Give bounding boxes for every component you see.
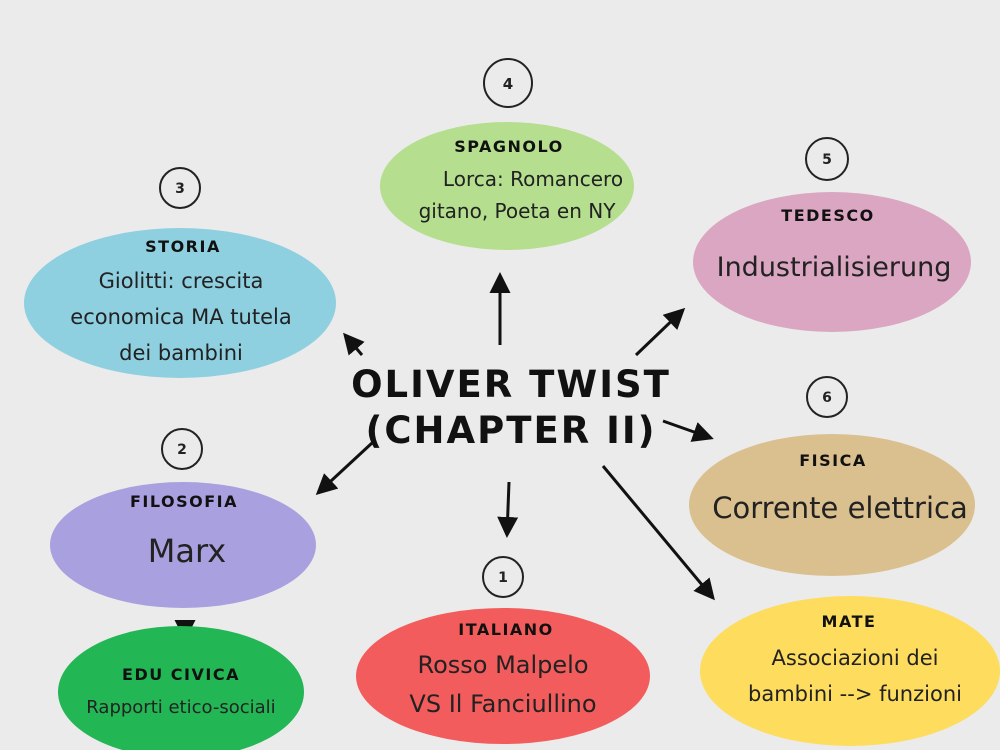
- center-title-line1: OLIVER TWIST: [351, 363, 671, 406]
- node-title: SPAGNOLO: [454, 137, 564, 156]
- number-badge: [482, 556, 524, 598]
- node-bubble: [693, 192, 971, 332]
- node-educivica: EDU CIVICA Rapporti etico-sociali: [58, 626, 304, 750]
- node-bubble: [689, 434, 975, 576]
- node-tedesco: 5 TEDESCO Industrialisierung: [693, 137, 971, 332]
- badge-number: 5: [822, 152, 832, 168]
- number-badge: [161, 428, 203, 470]
- node-title: EDU CIVICA: [122, 665, 240, 684]
- badge-number: 6: [822, 390, 832, 406]
- node-fisica: 6 FISICA Corrente elettrica: [689, 376, 975, 576]
- number-badge: [805, 137, 849, 181]
- center-topic: OLIVER TWIST (CHAPTER II): [351, 363, 671, 452]
- node-text-line: VS Il Fanciullino: [409, 690, 596, 718]
- arrow-to-tedesco: [634, 307, 686, 357]
- badge-number: 3: [175, 181, 185, 197]
- arrow-to-mate: [601, 465, 715, 601]
- node-text-line: Associazioni dei: [772, 646, 939, 670]
- node-title: STORIA: [145, 237, 221, 256]
- node-text-line: dei bambini: [119, 341, 243, 365]
- arrow-to-filosofia: [315, 441, 374, 496]
- node-title: FISICA: [799, 451, 866, 470]
- arrow-to-storia: [343, 332, 365, 356]
- badge-number: 2: [177, 442, 187, 458]
- badge-number: 4: [503, 75, 513, 93]
- connector-arrows: [174, 272, 715, 641]
- center-title-line2: (CHAPTER II): [365, 409, 656, 452]
- node-text-line: Rapporti etico-sociali: [86, 697, 275, 718]
- arrow-to-italiano: [497, 481, 519, 538]
- node-text-line: Rosso Malpelo: [417, 651, 588, 679]
- badge-number: 1: [498, 570, 508, 586]
- node-mate: MATE Associazioni dei bambini --> funzio…: [700, 596, 1000, 746]
- number-badge: [483, 58, 533, 108]
- node-title: ITALIANO: [458, 620, 554, 639]
- number-badge: [159, 167, 201, 209]
- node-bubble: [24, 228, 336, 378]
- node-filosofia: 2 FILOSOFIA Marx: [50, 428, 316, 608]
- node-text-line: bambini --> funzioni: [748, 682, 962, 706]
- node-italiano: 1 ITALIANO Rosso Malpelo VS Il Fanciulli…: [356, 556, 650, 744]
- node-bubble: [380, 122, 634, 250]
- node-text-line: Corrente elettrica: [712, 491, 968, 525]
- node-title: MATE: [822, 612, 877, 631]
- node-text-line: Industrialisierung: [717, 252, 952, 283]
- node-text-line: Marx: [148, 532, 226, 570]
- node-storia: 3 STORIA Giolitti: crescita economica MA…: [24, 167, 336, 378]
- node-text-line: gitano, Poeta en NY: [419, 199, 617, 223]
- node-bubble: [58, 626, 304, 750]
- number-badge: [806, 376, 848, 418]
- node-spagnolo: 4 SPAGNOLO Lorca: Romancero gitano, Poet…: [380, 58, 634, 250]
- node-text-line: Giolitti: crescita: [99, 269, 264, 293]
- node-bubble: [50, 482, 316, 608]
- node-bubble: [700, 596, 1000, 746]
- node-title: FILOSOFIA: [130, 492, 238, 511]
- arrow-to-fisica: [662, 419, 714, 442]
- node-text-line: Lorca: Romancero: [443, 167, 623, 191]
- node-bubble: [356, 608, 650, 744]
- node-title: TEDESCO: [781, 206, 874, 225]
- node-text-line: economica MA tutela: [70, 305, 291, 329]
